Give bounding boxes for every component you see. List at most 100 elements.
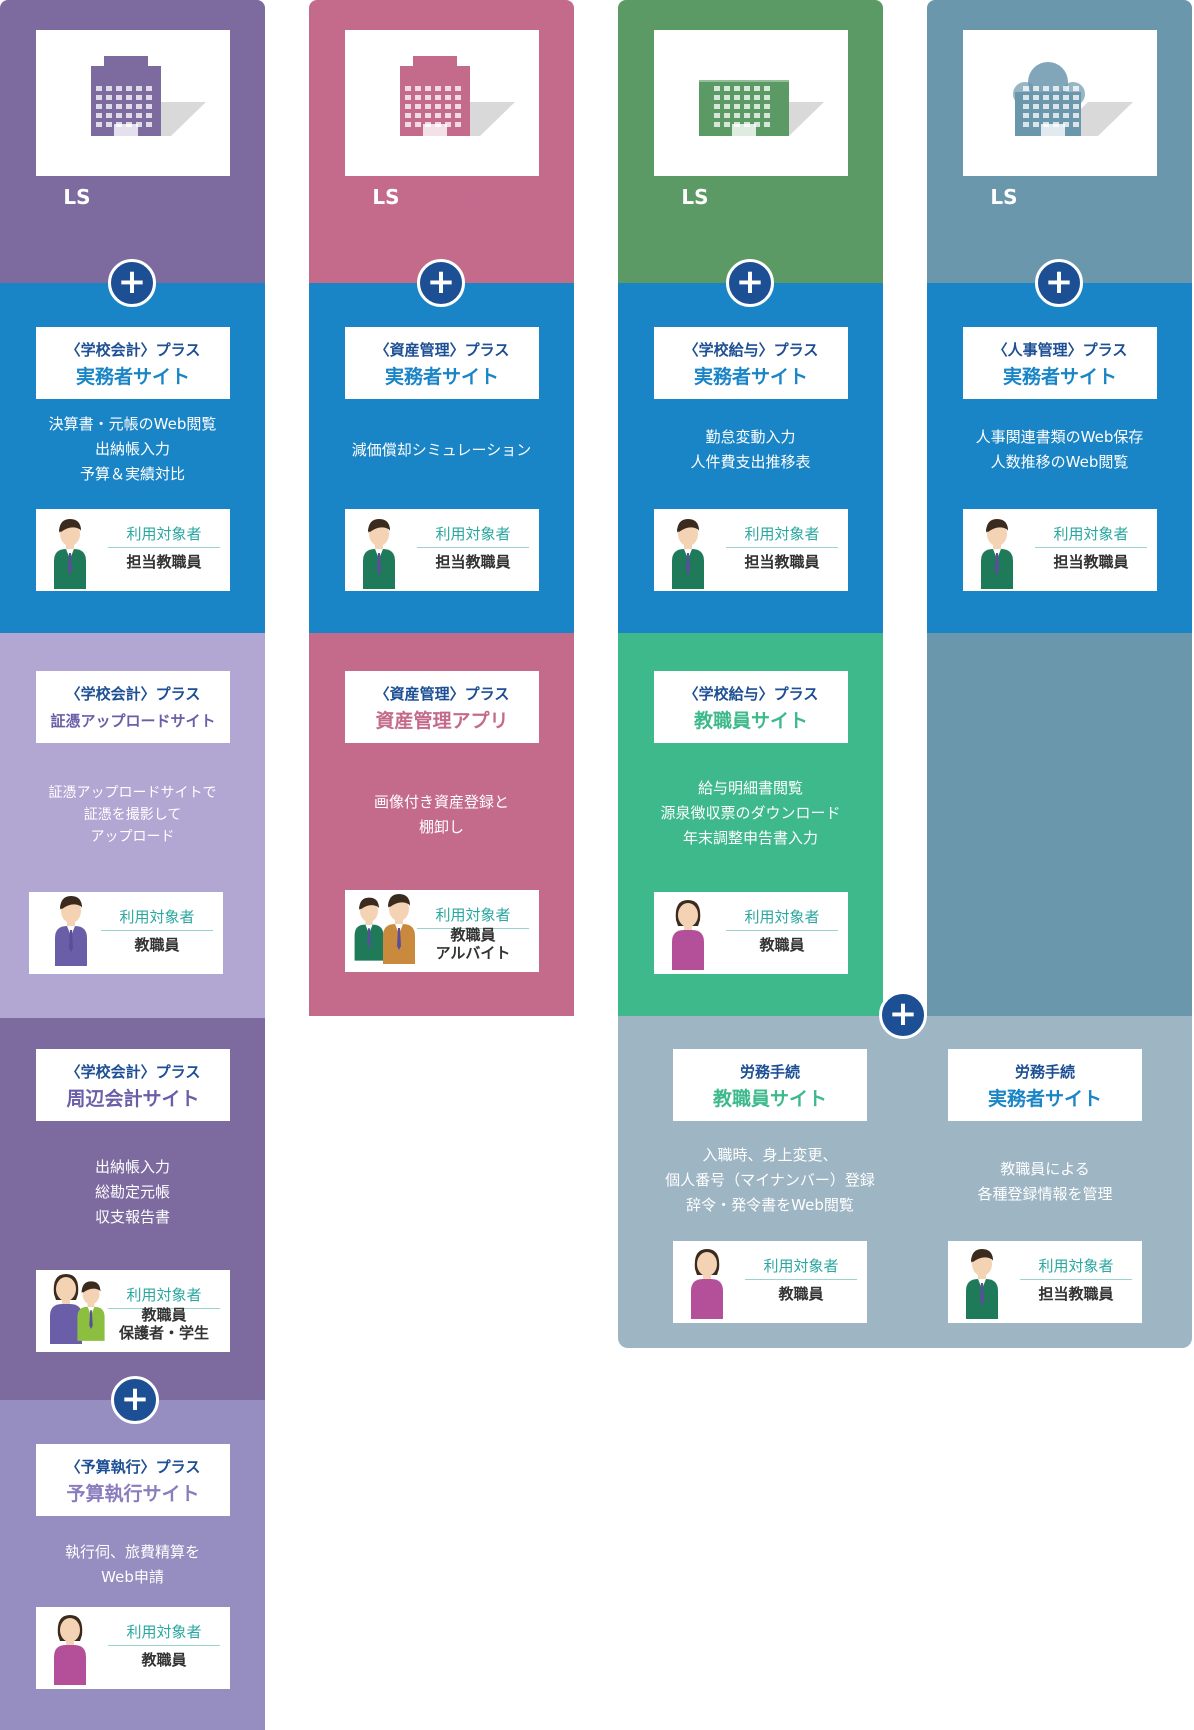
person-icon — [966, 1249, 998, 1319]
title-line-1: 〈資産管理〉プラス — [374, 341, 510, 359]
user-label: 利用対象者 — [101, 906, 213, 931]
description-line: 収支報告書 — [94, 1208, 170, 1226]
product-name-block: レーザー学校会計 — [102, 178, 190, 216]
user-value: 教職員 — [141, 1306, 187, 1324]
user-card: 利用対象者担当教職員 — [948, 1241, 1142, 1323]
title-line-2: 実務者サイト — [693, 366, 808, 388]
title-line-1: 〈学校給与〉プラス — [683, 685, 819, 703]
product-name-block: レーザー学校給与 — [720, 178, 808, 216]
user-label: 利用対象者 — [1035, 523, 1147, 548]
product-name-block: レーザー資産管理 — [411, 178, 499, 216]
user-card: 利用対象者教職員 — [654, 892, 848, 974]
site-description: 減価償却シミュレーション — [309, 438, 574, 463]
site-description: 画像付き資産登録と棚卸し — [309, 790, 574, 840]
title-line-2: 周辺会計サイト — [66, 1088, 200, 1110]
description-line: 給与明細書閲覧 — [697, 779, 803, 797]
description-line: 出納帳入力 — [94, 1158, 170, 1176]
title-line-1: 労務手続 — [739, 1063, 800, 1081]
product-ruby: レーザー — [722, 177, 766, 190]
title-line-2: 教職員サイト — [693, 710, 808, 732]
product-name: 人事管理 — [1029, 190, 1118, 215]
user-value: 担当教職員 — [126, 553, 202, 571]
user-label: 利用対象者 — [108, 1284, 220, 1309]
user-label: 利用対象者 — [745, 1255, 857, 1280]
staff-site-title-card: 〈学校給与〉プラス実務者サイト — [654, 327, 848, 399]
site-title-card: 〈資産管理〉プラス資産管理アプリ — [345, 671, 539, 743]
description-line: 総勘定元帳 — [94, 1183, 170, 1201]
user-card: 利用対象者担当教職員 — [345, 509, 539, 591]
user-value: 教職員 — [778, 1285, 824, 1303]
product-name: 資産管理 — [411, 190, 500, 215]
product-name: 学校会計 — [102, 190, 191, 215]
building-icon — [400, 56, 515, 136]
description-line: 勤怠変動入力 — [705, 428, 796, 446]
user-value: 担当教職員 — [1038, 1285, 1114, 1303]
description-line: 人数推移のWeb閲覧 — [990, 453, 1129, 471]
user-card: 利用対象者教職員保護者・学生 — [36, 1270, 230, 1352]
user-value: 教職員 — [759, 936, 805, 954]
title-line-2: 証憑アップロードサイト — [50, 712, 216, 730]
person-icon — [50, 1274, 82, 1344]
description-line: 源泉徴収票のダウンロード — [660, 804, 841, 822]
description-line: 出納帳入力 — [94, 440, 170, 458]
user-label: 利用対象者 — [726, 906, 838, 931]
user-value: 担当教職員 — [744, 553, 820, 571]
description-line: 証憑を撮影して — [83, 807, 182, 823]
description-line: 証憑アップロードサイトで — [48, 785, 217, 801]
user-card: 利用対象者担当教職員 — [963, 509, 1157, 591]
site-title-card: 〈学校給与〉プラス教職員サイト — [654, 671, 848, 743]
description-line: 減価償却シミュレーション — [351, 441, 532, 459]
site-description: 入職時、身上変更、個人番号（マイナンバー）登録辞令・発令書をWeb閲覧 — [633, 1143, 907, 1218]
user-value: 教職員 — [450, 926, 496, 944]
site-description: 証憑アップロードサイトで証憑を撮影してアップロード — [0, 782, 265, 848]
plus-icon-asset: + — [417, 259, 465, 307]
ls-logo-icon: LS — [985, 178, 1023, 216]
person-icon — [363, 519, 395, 589]
site-description: 人事関連書類のWeb保存人数推移のWeb閲覧 — [927, 425, 1192, 475]
title-line-1: 〈学校会計〉プラス — [65, 685, 201, 703]
person-icon — [354, 897, 384, 961]
description-line: 画像付き資産登録と — [373, 793, 509, 811]
building-icon — [699, 74, 824, 136]
ls-logo-icon: LS — [58, 178, 96, 216]
description-line: 個人番号（マイナンバー）登録 — [665, 1171, 875, 1189]
user-card: 利用対象者教職員 — [673, 1241, 867, 1323]
product-ruby: レーザー — [104, 177, 148, 190]
person-icon — [383, 894, 415, 964]
user-label: 利用対象者 — [108, 1621, 220, 1646]
user-card: 利用対象者教職員 — [29, 892, 223, 974]
user-label: 利用対象者 — [417, 904, 529, 929]
person-icon — [672, 519, 704, 589]
description-line: Web申請 — [101, 1568, 164, 1586]
product-name-block: レーザー人事管理 — [1029, 178, 1117, 216]
title-line-1: 労務手続 — [1014, 1063, 1075, 1081]
description-line: 年末調整申告書入力 — [682, 829, 818, 847]
staff-site-title-card: 〈学校会計〉プラス実務者サイト — [36, 327, 230, 399]
person-icon — [691, 1249, 723, 1319]
description-line: 入職時、身上変更、 — [702, 1146, 838, 1164]
user-card: 利用対象者担当教職員 — [654, 509, 848, 591]
user-label: 利用対象者 — [726, 523, 838, 548]
budget-title-card: 〈予算執行〉プラス予算執行サイト — [36, 1444, 230, 1516]
title-line-2: 実務者サイト — [75, 366, 190, 388]
building-icon — [1013, 62, 1133, 136]
description-line: 決算書・元帳のWeb閲覧 — [48, 415, 217, 433]
title-line-2: 予算執行サイト — [66, 1483, 200, 1505]
ls-logo-icon: LS — [676, 178, 714, 216]
ls-logo-icon: LS — [367, 178, 405, 216]
description-line: 人事関連書類のWeb保存 — [975, 428, 1144, 446]
plus-icon-accounting: + — [108, 259, 156, 307]
staff-site-title-card: 〈人事管理〉プラス実務者サイト — [963, 327, 1157, 399]
site-description: 決算書・元帳のWeb閲覧出納帳入力予算＆実績対比 — [0, 412, 265, 487]
user-value: 教職員 — [134, 936, 180, 954]
title-line-1: 〈学校会計〉プラス — [65, 341, 201, 359]
person-icon — [77, 1281, 105, 1341]
